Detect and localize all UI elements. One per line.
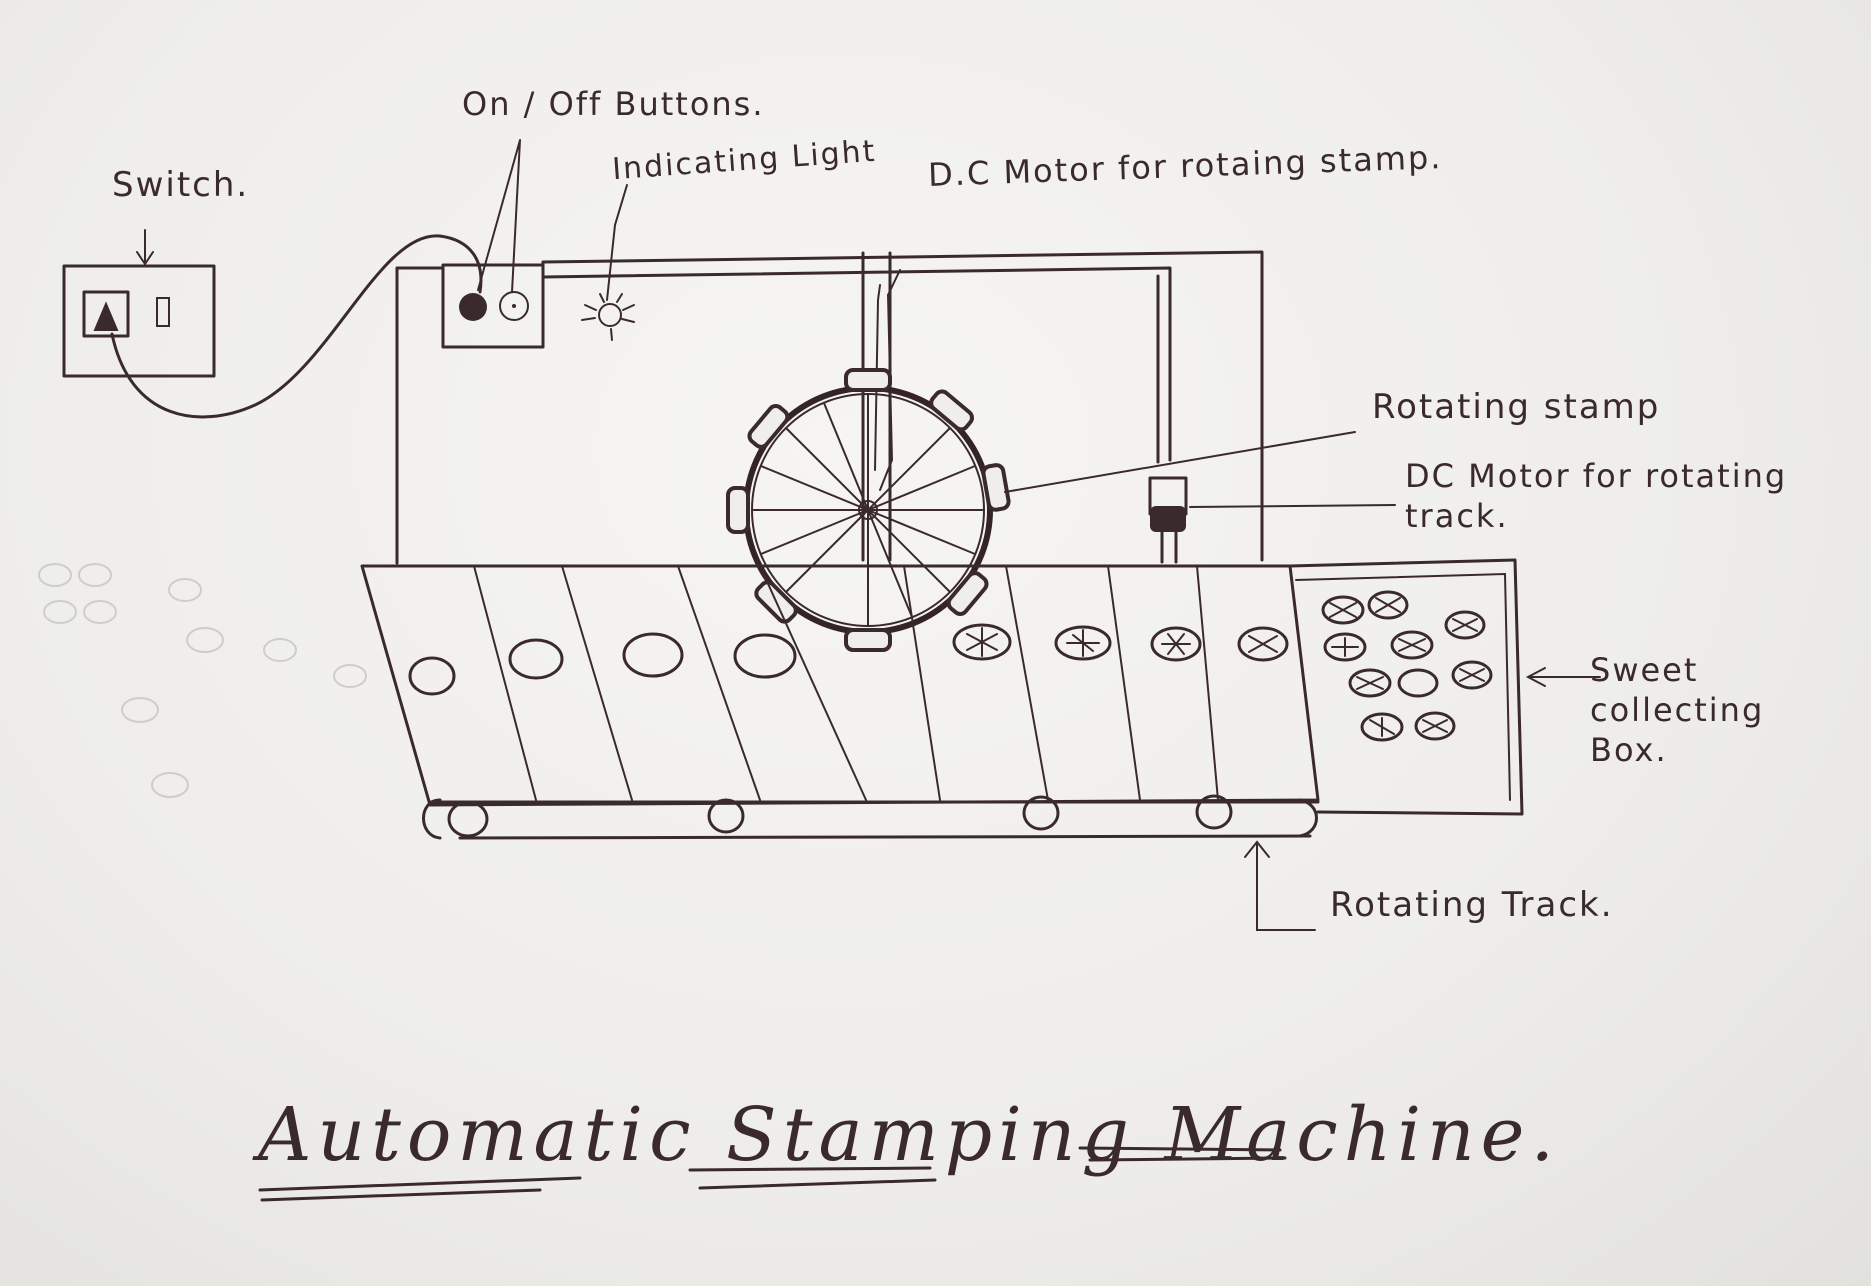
power-cable — [110, 234, 483, 419]
collecting-box — [1288, 558, 1601, 816]
machine-frame — [395, 250, 1264, 565]
conveyor-track — [360, 564, 1320, 931]
stamp-leader — [1004, 431, 1356, 493]
wall-switch — [62, 229, 216, 378]
track-motor — [1148, 476, 1396, 564]
sweets-unstamped — [408, 632, 797, 696]
buttons-label: On / Off Buttons. — [462, 85, 765, 123]
collecting-box-label: Sweet collecting Box. — [1590, 651, 1765, 769]
rotating-stamp-label: Rotating stamp — [1372, 387, 1661, 427]
switch-label: Switch. — [112, 165, 250, 205]
diagram-title: Automatic Stamping Machine. — [258, 1092, 1560, 1178]
erased-marks — [38, 563, 367, 798]
rotating-track-label: Rotating Track. — [1330, 885, 1614, 925]
off-button — [499, 291, 529, 321]
title-underlines — [258, 1146, 1287, 1202]
rotating-stamp-wheel — [726, 368, 1011, 652]
sweets-stamped — [952, 623, 1289, 662]
track-motor-label: DC Motor for rotating track. — [1405, 457, 1788, 535]
on-button — [459, 293, 487, 321]
control-box — [441, 139, 545, 349]
